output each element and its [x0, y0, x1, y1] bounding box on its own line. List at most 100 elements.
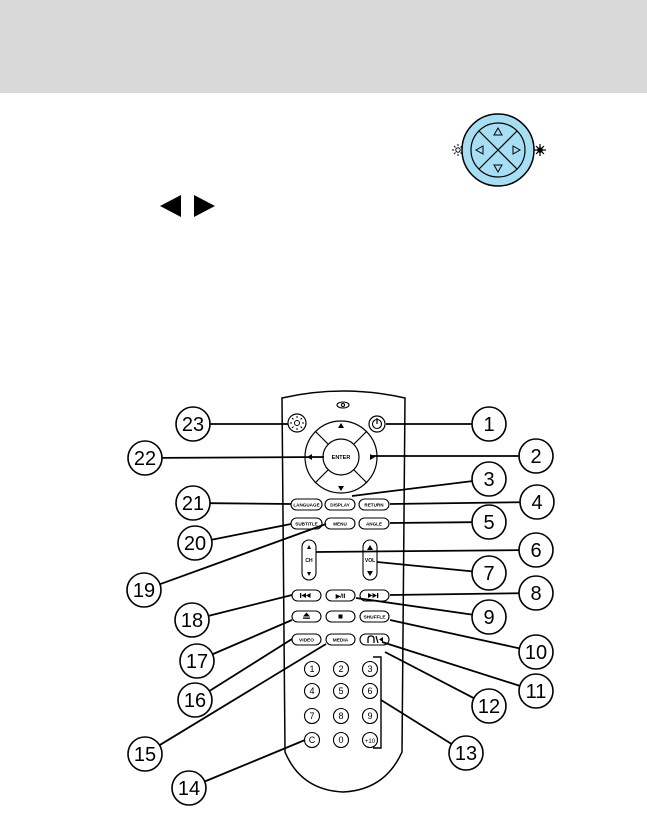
callout-leader-line	[389, 619, 520, 650]
language-button	[290, 498, 323, 511]
media-button	[325, 633, 356, 646]
keypad-key-label: 4	[309, 686, 314, 696]
left-triangle-icon	[160, 195, 181, 217]
display-button	[324, 498, 356, 511]
callout-circle	[471, 461, 507, 497]
callout-leader-line	[389, 592, 520, 596]
callout-number: 3	[483, 469, 494, 491]
keypad-key-label: C	[309, 735, 316, 745]
angle-label: ANGLE	[366, 522, 382, 527]
callout-circle	[127, 736, 163, 772]
callout-circle	[171, 770, 207, 806]
keypad-key-label: 8	[338, 711, 343, 721]
callout-leader-line	[384, 651, 475, 699]
stop-icon	[338, 614, 343, 619]
display-label: DISPLAY	[330, 503, 350, 508]
callout-leader-line	[211, 523, 292, 541]
keypad-key: 8	[332, 707, 350, 725]
callout-number: 20	[184, 533, 206, 555]
callout-number: 18	[181, 610, 203, 632]
callout-leader-line	[389, 501, 521, 505]
callout-circle	[518, 673, 554, 709]
callout-number: 1	[483, 414, 494, 436]
callout-circle	[177, 525, 213, 561]
callout-circle	[448, 735, 484, 771]
keypad-key-label: 9	[367, 711, 372, 721]
callout-leader-line	[159, 523, 327, 586]
up-arrow-icon	[493, 126, 503, 136]
callout-number: 10	[525, 642, 547, 664]
return-button	[358, 498, 390, 511]
down-arrow-icon	[493, 164, 503, 174]
callout-number: 9	[483, 607, 494, 629]
callout-leader-line	[315, 549, 520, 553]
volume-rocker	[362, 539, 378, 581]
callout-leader-line	[204, 739, 306, 783]
headphone-mute-icon	[367, 635, 383, 644]
keypad-key: 9	[361, 707, 379, 725]
callout-leader-line	[212, 619, 293, 656]
callout-number: 2	[530, 446, 541, 468]
callout-number: 13	[455, 743, 477, 765]
keypad-key-label: 3	[367, 664, 372, 674]
callout-circle	[471, 555, 507, 591]
play-pause-button	[325, 589, 356, 602]
callout-number: 8	[530, 583, 541, 605]
keypad-key-label: 5	[338, 686, 343, 696]
previous-icon	[300, 593, 311, 598]
callout-number: 11	[526, 681, 547, 703]
channel-rocker	[301, 539, 317, 581]
keypad-key: 1	[303, 660, 321, 678]
keypad-key: 3	[361, 660, 379, 678]
callout-leader-line	[380, 699, 453, 745]
brightness-dpad-illustration	[452, 113, 546, 187]
shuffle-label: SHUFFLE	[363, 615, 386, 621]
enter-button-label: ENTER	[332, 455, 351, 461]
keypad-bracket	[373, 656, 382, 749]
callout-leader-line	[355, 597, 473, 616]
shuffle-button	[359, 610, 390, 623]
callout-leader-line	[159, 643, 327, 746]
light-button	[287, 413, 307, 433]
callout-number: 14	[178, 778, 200, 800]
callout-leader-line	[208, 594, 293, 617]
keypad-key-label: 6	[367, 686, 372, 696]
keypad-key: +10	[361, 731, 379, 749]
subtitle-label: SUBTITLE	[295, 522, 317, 527]
callout-circle	[471, 599, 507, 635]
language-label: LANGUAGE	[293, 503, 319, 508]
page-header-band	[0, 0, 647, 93]
menu-label: MENU	[333, 522, 347, 527]
callout-leader-line	[376, 561, 473, 573]
callout-number: 21	[182, 493, 204, 515]
video-label: VIDEO	[299, 638, 314, 644]
callout-leader-line	[208, 638, 293, 692]
logo-icon	[336, 401, 350, 409]
vol-label: VOL	[365, 558, 375, 564]
callout-circle	[174, 602, 210, 638]
keypad-key: 0	[332, 731, 350, 749]
callout-circle	[519, 484, 555, 520]
next-icon	[368, 593, 379, 598]
callout-leader-line	[161, 456, 325, 459]
left-arrow-icon	[474, 145, 484, 155]
keypad-key-label: +10	[365, 739, 376, 745]
callout-circle	[175, 485, 211, 521]
callout-circle	[175, 406, 211, 442]
keypad-key-label: 2	[338, 664, 343, 674]
nav-up-icon	[338, 423, 344, 428]
callout-circle	[471, 688, 507, 724]
keypad-key: 4	[303, 682, 321, 700]
callout-circle	[126, 572, 162, 608]
keypad-key: 5	[332, 682, 350, 700]
keypad-key: 6	[361, 682, 379, 700]
callout-number: 16	[184, 690, 206, 712]
media-label: MEDIA	[333, 638, 349, 644]
callout-number: 23	[182, 414, 204, 436]
callout-circle	[518, 532, 554, 568]
eject-icon	[303, 612, 310, 619]
callout-number: 6	[530, 540, 541, 562]
